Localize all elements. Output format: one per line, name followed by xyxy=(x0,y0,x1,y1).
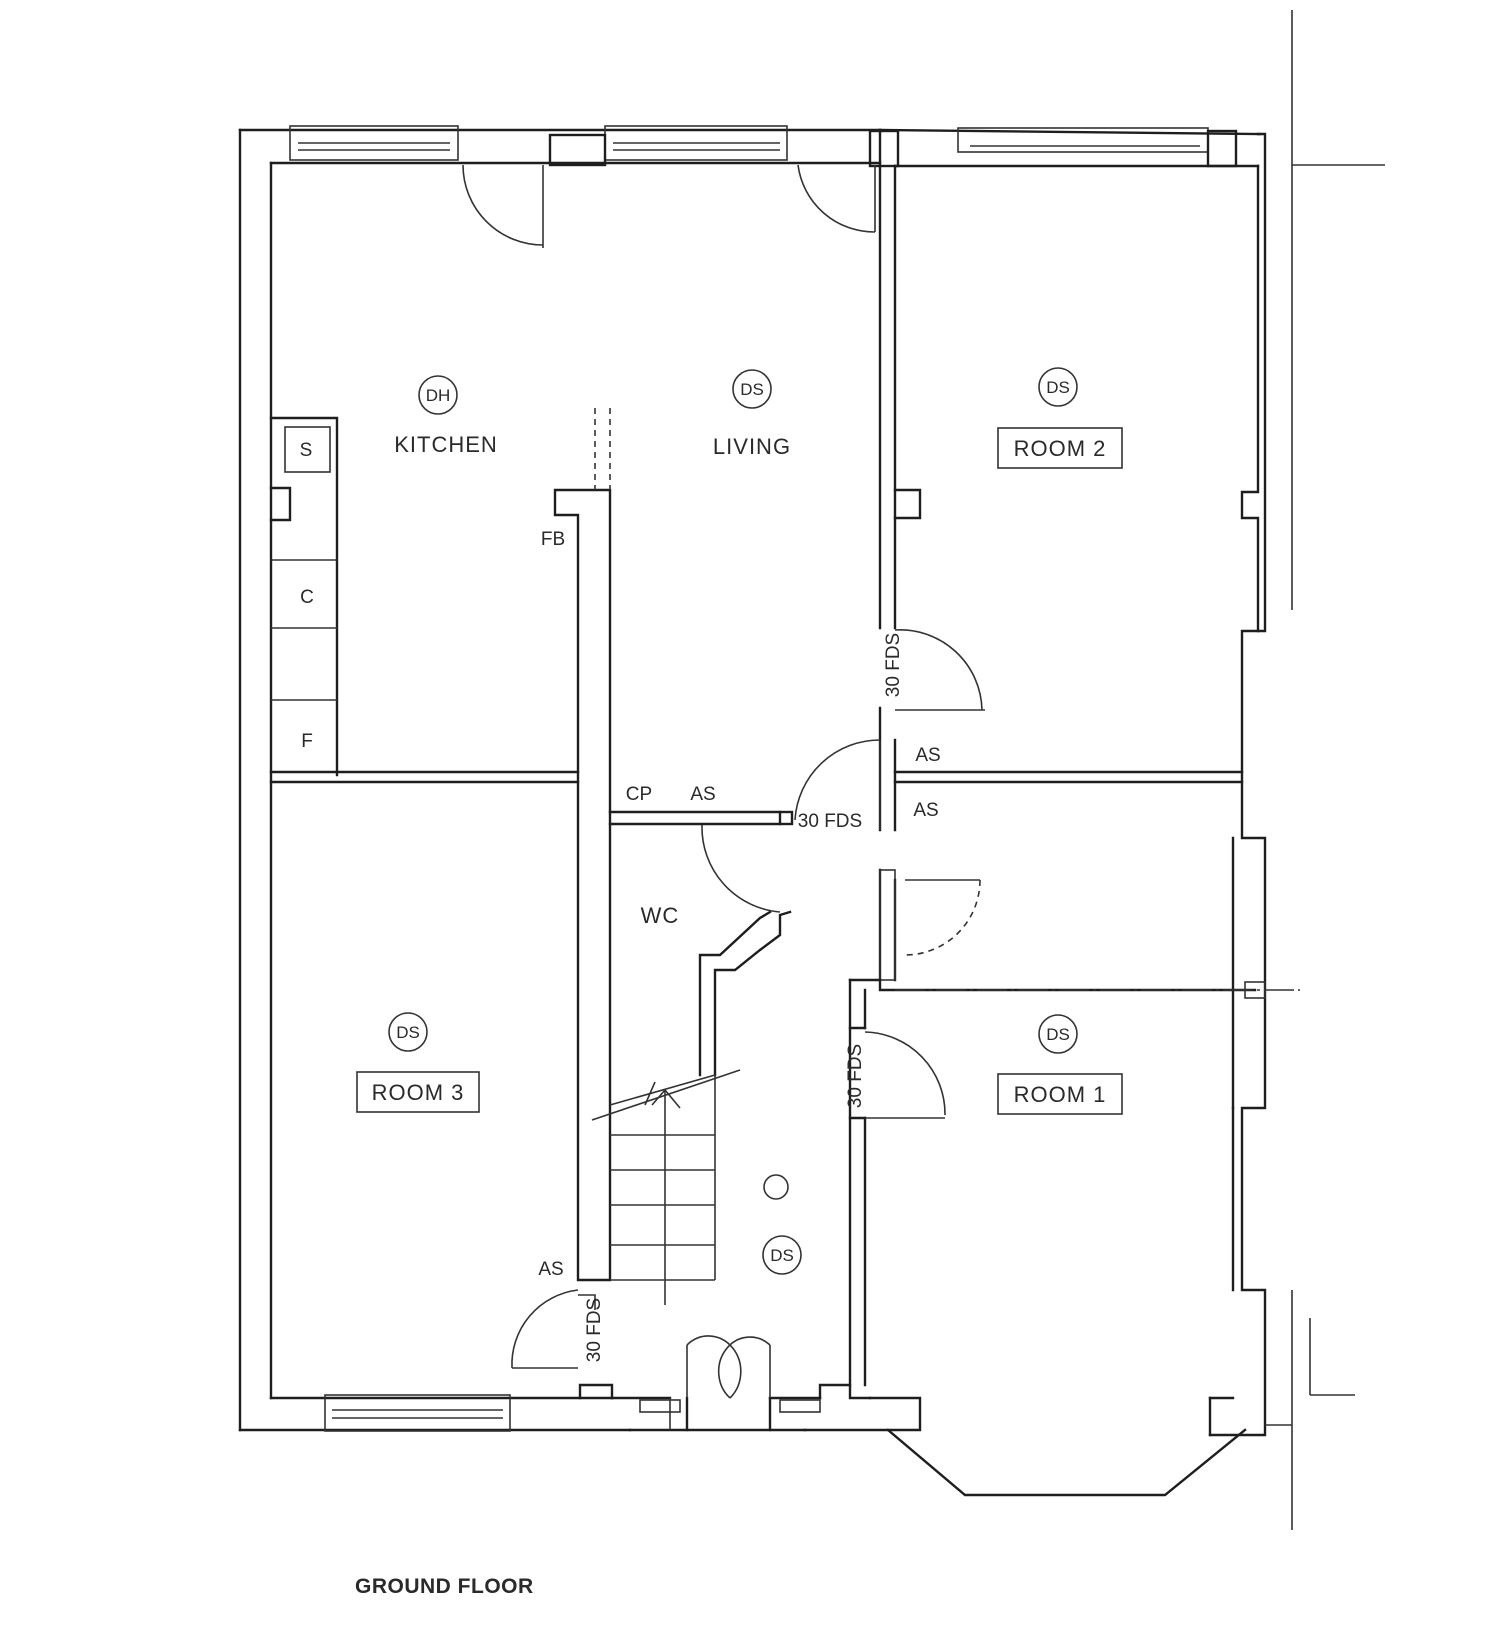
detector-label: DS xyxy=(396,1023,420,1042)
room-label-box-room2 xyxy=(997,427,1123,469)
internal-walls xyxy=(269,128,1300,1387)
room-label-box-room3 xyxy=(356,1071,480,1113)
smoke-detector-room2: DS xyxy=(1038,367,1078,407)
fire-door-label: 30 FDS xyxy=(798,811,862,832)
fire-door-label: 30 FDS xyxy=(584,1298,605,1362)
outer-walls xyxy=(238,10,1385,1530)
smoke-detector-living: DS xyxy=(732,369,772,409)
alarm-sounder-label: AS xyxy=(690,784,715,805)
detector-label: DS xyxy=(1046,1025,1070,1044)
fridge-label: F xyxy=(301,731,313,752)
doors xyxy=(462,164,985,1432)
smoke-detector-room1: DS xyxy=(1038,1014,1078,1054)
detector-label: DS xyxy=(1046,378,1070,397)
alarm-sounder-label: AS xyxy=(913,800,938,821)
heat-detector-kitchen: DH xyxy=(418,375,458,415)
drawing-title: GROUND FLOOR xyxy=(355,1575,534,1598)
room-label-kitchen: KITCHEN xyxy=(394,432,498,457)
smoke-detector-hall: DS xyxy=(762,1235,802,1275)
alarm-sounder-label: AS xyxy=(538,1259,563,1280)
detector-label: DH xyxy=(426,386,451,405)
fire-door-label: 30 FDS xyxy=(883,633,904,697)
staircase xyxy=(591,1069,741,1305)
annotations: AS AS AS AS 30 FDS 30 FDS 30 FDS 30 FDS xyxy=(538,633,940,1362)
alarm-sounder-label: AS xyxy=(915,745,940,766)
room-label-wc: WC xyxy=(641,903,680,928)
fire-blanket-label: FB xyxy=(541,529,565,550)
room-label-room2: ROOM 2 xyxy=(1014,436,1107,461)
room-labels: KITCHEN LIVING ROOM 2 ROOM 3 ROOM 1 WC xyxy=(356,427,1123,1115)
room-label-box-room1 xyxy=(997,1073,1123,1115)
room-label-room3: ROOM 3 xyxy=(372,1080,465,1105)
ceiling-light-icon xyxy=(763,1174,789,1200)
call-point-label: CP xyxy=(626,784,652,805)
fixture-labels: S C F FB CP xyxy=(300,440,653,805)
detector-label: DS xyxy=(770,1246,794,1265)
smoke-detector-room3: DS xyxy=(388,1012,428,1052)
kitchen-units xyxy=(269,416,339,777)
detector-symbols: DH DS DS DS DS DS xyxy=(388,367,1078,1275)
windows xyxy=(289,125,1238,1432)
room-label-room1: ROOM 1 xyxy=(1014,1082,1107,1107)
room-label-living: LIVING xyxy=(713,434,791,459)
fire-door-label: 30 FDS xyxy=(845,1044,866,1108)
cooker-label: C xyxy=(300,587,314,608)
sink-label: S xyxy=(300,440,313,461)
detector-label: DS xyxy=(740,380,764,399)
